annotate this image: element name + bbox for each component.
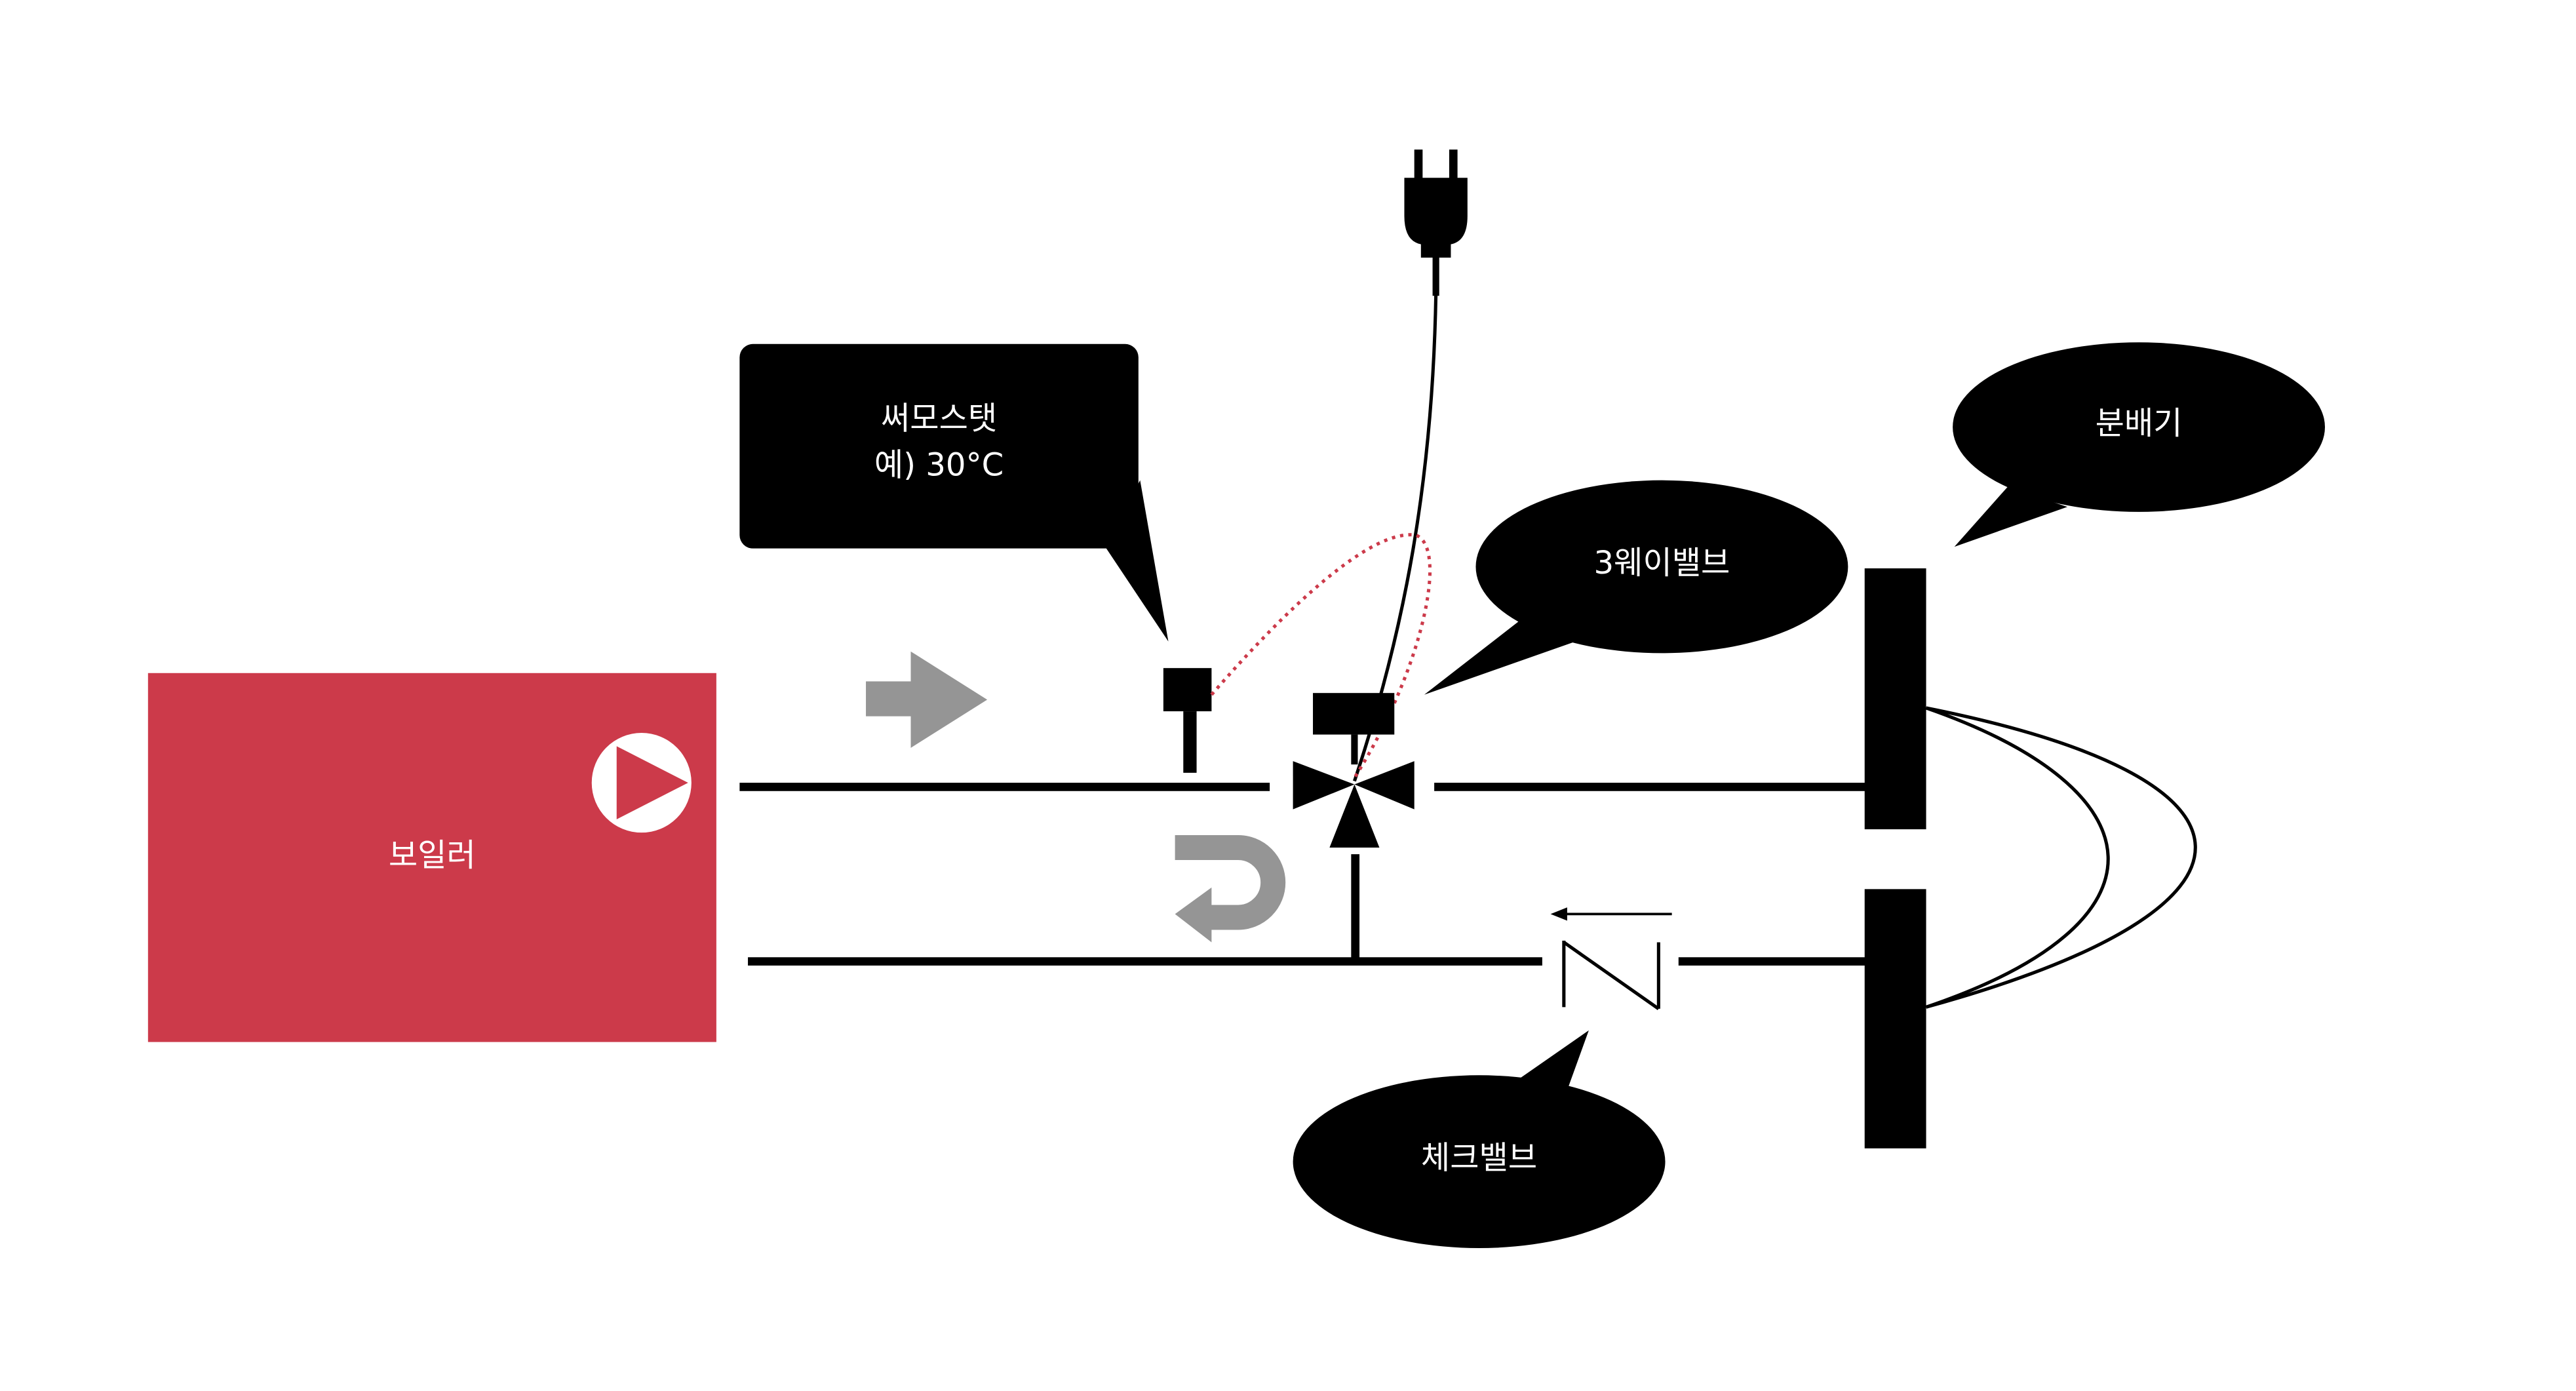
thermostat-example: 예) 30°C (874, 446, 1004, 483)
return-arrow-icon (1175, 834, 1286, 943)
distributor-label: 분배기 (2096, 405, 2183, 442)
distributor-callout: 분배기 (1953, 342, 2325, 547)
return-pipe-right (1678, 957, 1867, 966)
distributor (1864, 568, 1926, 1148)
boiler: 보일러 (147, 673, 716, 1042)
pump-icon (591, 733, 692, 833)
power-plug-icon (1404, 149, 1468, 296)
floor-heating-loops (1925, 706, 2197, 1009)
flow-direction-arrow-icon (1550, 907, 1672, 921)
thermostat-sensor (1163, 668, 1212, 773)
thermostat-callout: 써모스탯 예) 30°C (739, 343, 1169, 642)
boiler-label: 보일러 (389, 837, 476, 874)
three-way-valve-callout: 3웨이밸브 (1424, 480, 1848, 695)
three-way-valve-label: 3웨이밸브 (1594, 545, 1730, 581)
return-pipe-left (748, 957, 1542, 966)
check-valve (1562, 940, 1660, 1010)
three-way-valve (1293, 693, 1415, 848)
check-valve-callout: 체크밸브 (1293, 1030, 1666, 1248)
supply-pipe-left (739, 783, 1270, 791)
sensor-wire (1210, 533, 1432, 779)
check-valve-label: 체크밸브 (1421, 1140, 1537, 1177)
bypass-pipe (1351, 854, 1360, 961)
thermostat-label: 써모스탯 (881, 400, 997, 437)
supply-pipe-right (1434, 783, 1867, 791)
flow-arrow-right-icon (866, 651, 988, 748)
